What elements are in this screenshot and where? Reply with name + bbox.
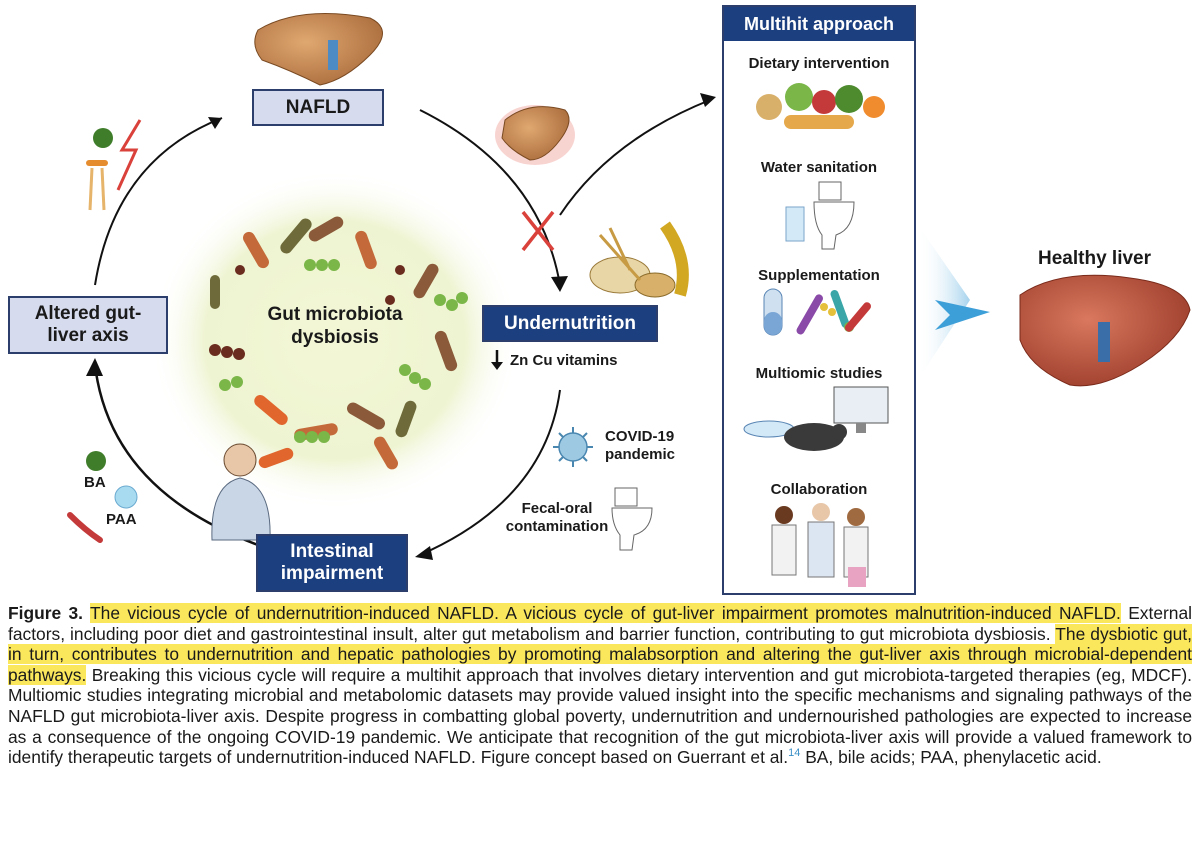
multihit-title: Multihit approach xyxy=(724,7,914,41)
water-glass-icon xyxy=(785,206,805,242)
lightning-icon xyxy=(116,119,142,191)
panel-item-supplementation: Supplementation xyxy=(758,267,880,284)
undernutrition-box: Undernutrition xyxy=(482,305,658,342)
intestinal-box: Intestinal impairment xyxy=(256,534,408,592)
person-icon xyxy=(211,443,271,541)
caption-figure-label: Figure 3. xyxy=(8,603,83,623)
lipid-droplet-icon xyxy=(93,128,113,148)
toilet-icon xyxy=(611,487,653,551)
arrow-to-multihit xyxy=(559,99,711,216)
collaboration-people-icon xyxy=(771,503,869,587)
arrow-undernutrition-to-intestinal xyxy=(419,389,561,556)
panel-item-dietary: Dietary intervention xyxy=(748,55,890,72)
arrow-nafld-to-undernutrition xyxy=(419,109,561,286)
zn-cu-label: Zn Cu vitamins xyxy=(510,352,618,369)
panel-illustrations xyxy=(743,83,889,587)
caption-text-3: BA, bile acids; PAA, phenylacetic acid. xyxy=(800,747,1102,768)
mouse-icon xyxy=(784,423,847,451)
caption-reference[interactable]: 14 xyxy=(788,747,801,760)
altered-axis-label: Altered gut-liver axis xyxy=(34,303,142,346)
vegetables-icon xyxy=(756,83,885,129)
dysbiosis-glow xyxy=(150,170,520,510)
ba-label: BA xyxy=(84,474,106,491)
computer-icon xyxy=(833,386,889,433)
figure-illustration: NAFLD Undernutrition Intestinal impairme… xyxy=(8,5,1191,595)
panel-item-water: Water sanitation xyxy=(760,159,878,176)
panel-item-collaboration: Collaboration xyxy=(770,481,868,498)
figure-caption: Figure 3. The vicious cycle of undernutr… xyxy=(8,603,1192,768)
nafld-liver-icon xyxy=(254,13,383,86)
bacteria-cluster-icon xyxy=(209,216,468,470)
paa-label: PAA xyxy=(106,511,137,528)
multihit-panel: Multihit approach Dietary intervention W… xyxy=(722,5,916,595)
caption-highlight-1: The vicious cycle of undernutrition-indu… xyxy=(90,603,1121,623)
healthy-liver-label: Healthy liver xyxy=(1038,248,1151,269)
undernutrition-label: Undernutrition xyxy=(504,312,636,334)
grain-food-icon xyxy=(589,221,689,298)
cross-icon xyxy=(521,210,555,252)
sanitation-toilet-icon xyxy=(813,181,855,250)
panel-item-multiomic: Multiomic studies xyxy=(755,365,883,382)
capsule-icon xyxy=(763,288,783,336)
intestinal-label: Intestinal impairment xyxy=(280,541,384,584)
fecal-label: Fecal-oral contamination xyxy=(505,500,609,535)
probiotics-icon xyxy=(796,289,871,335)
figure-graphics xyxy=(67,13,1191,560)
nafld-label: NAFLD xyxy=(285,96,351,118)
virus-icon xyxy=(553,427,593,467)
caption-text-1: External factors, including poor diet an… xyxy=(8,603,1192,644)
arrow-altered-to-nafld xyxy=(94,117,223,286)
nafld-box: NAFLD xyxy=(252,89,384,126)
paa-icon xyxy=(114,485,138,509)
covid-label: COVID-19 pandemic xyxy=(605,428,676,463)
fatty-liver-icon xyxy=(501,106,570,161)
altered-axis-box: Altered gut-liver axis xyxy=(8,296,168,354)
dysbiosis-label: Gut microbiota dysbiosis xyxy=(267,304,403,348)
ba-icon xyxy=(86,451,106,471)
caption-text-2: Breaking this vicious cycle will require… xyxy=(8,664,1192,768)
